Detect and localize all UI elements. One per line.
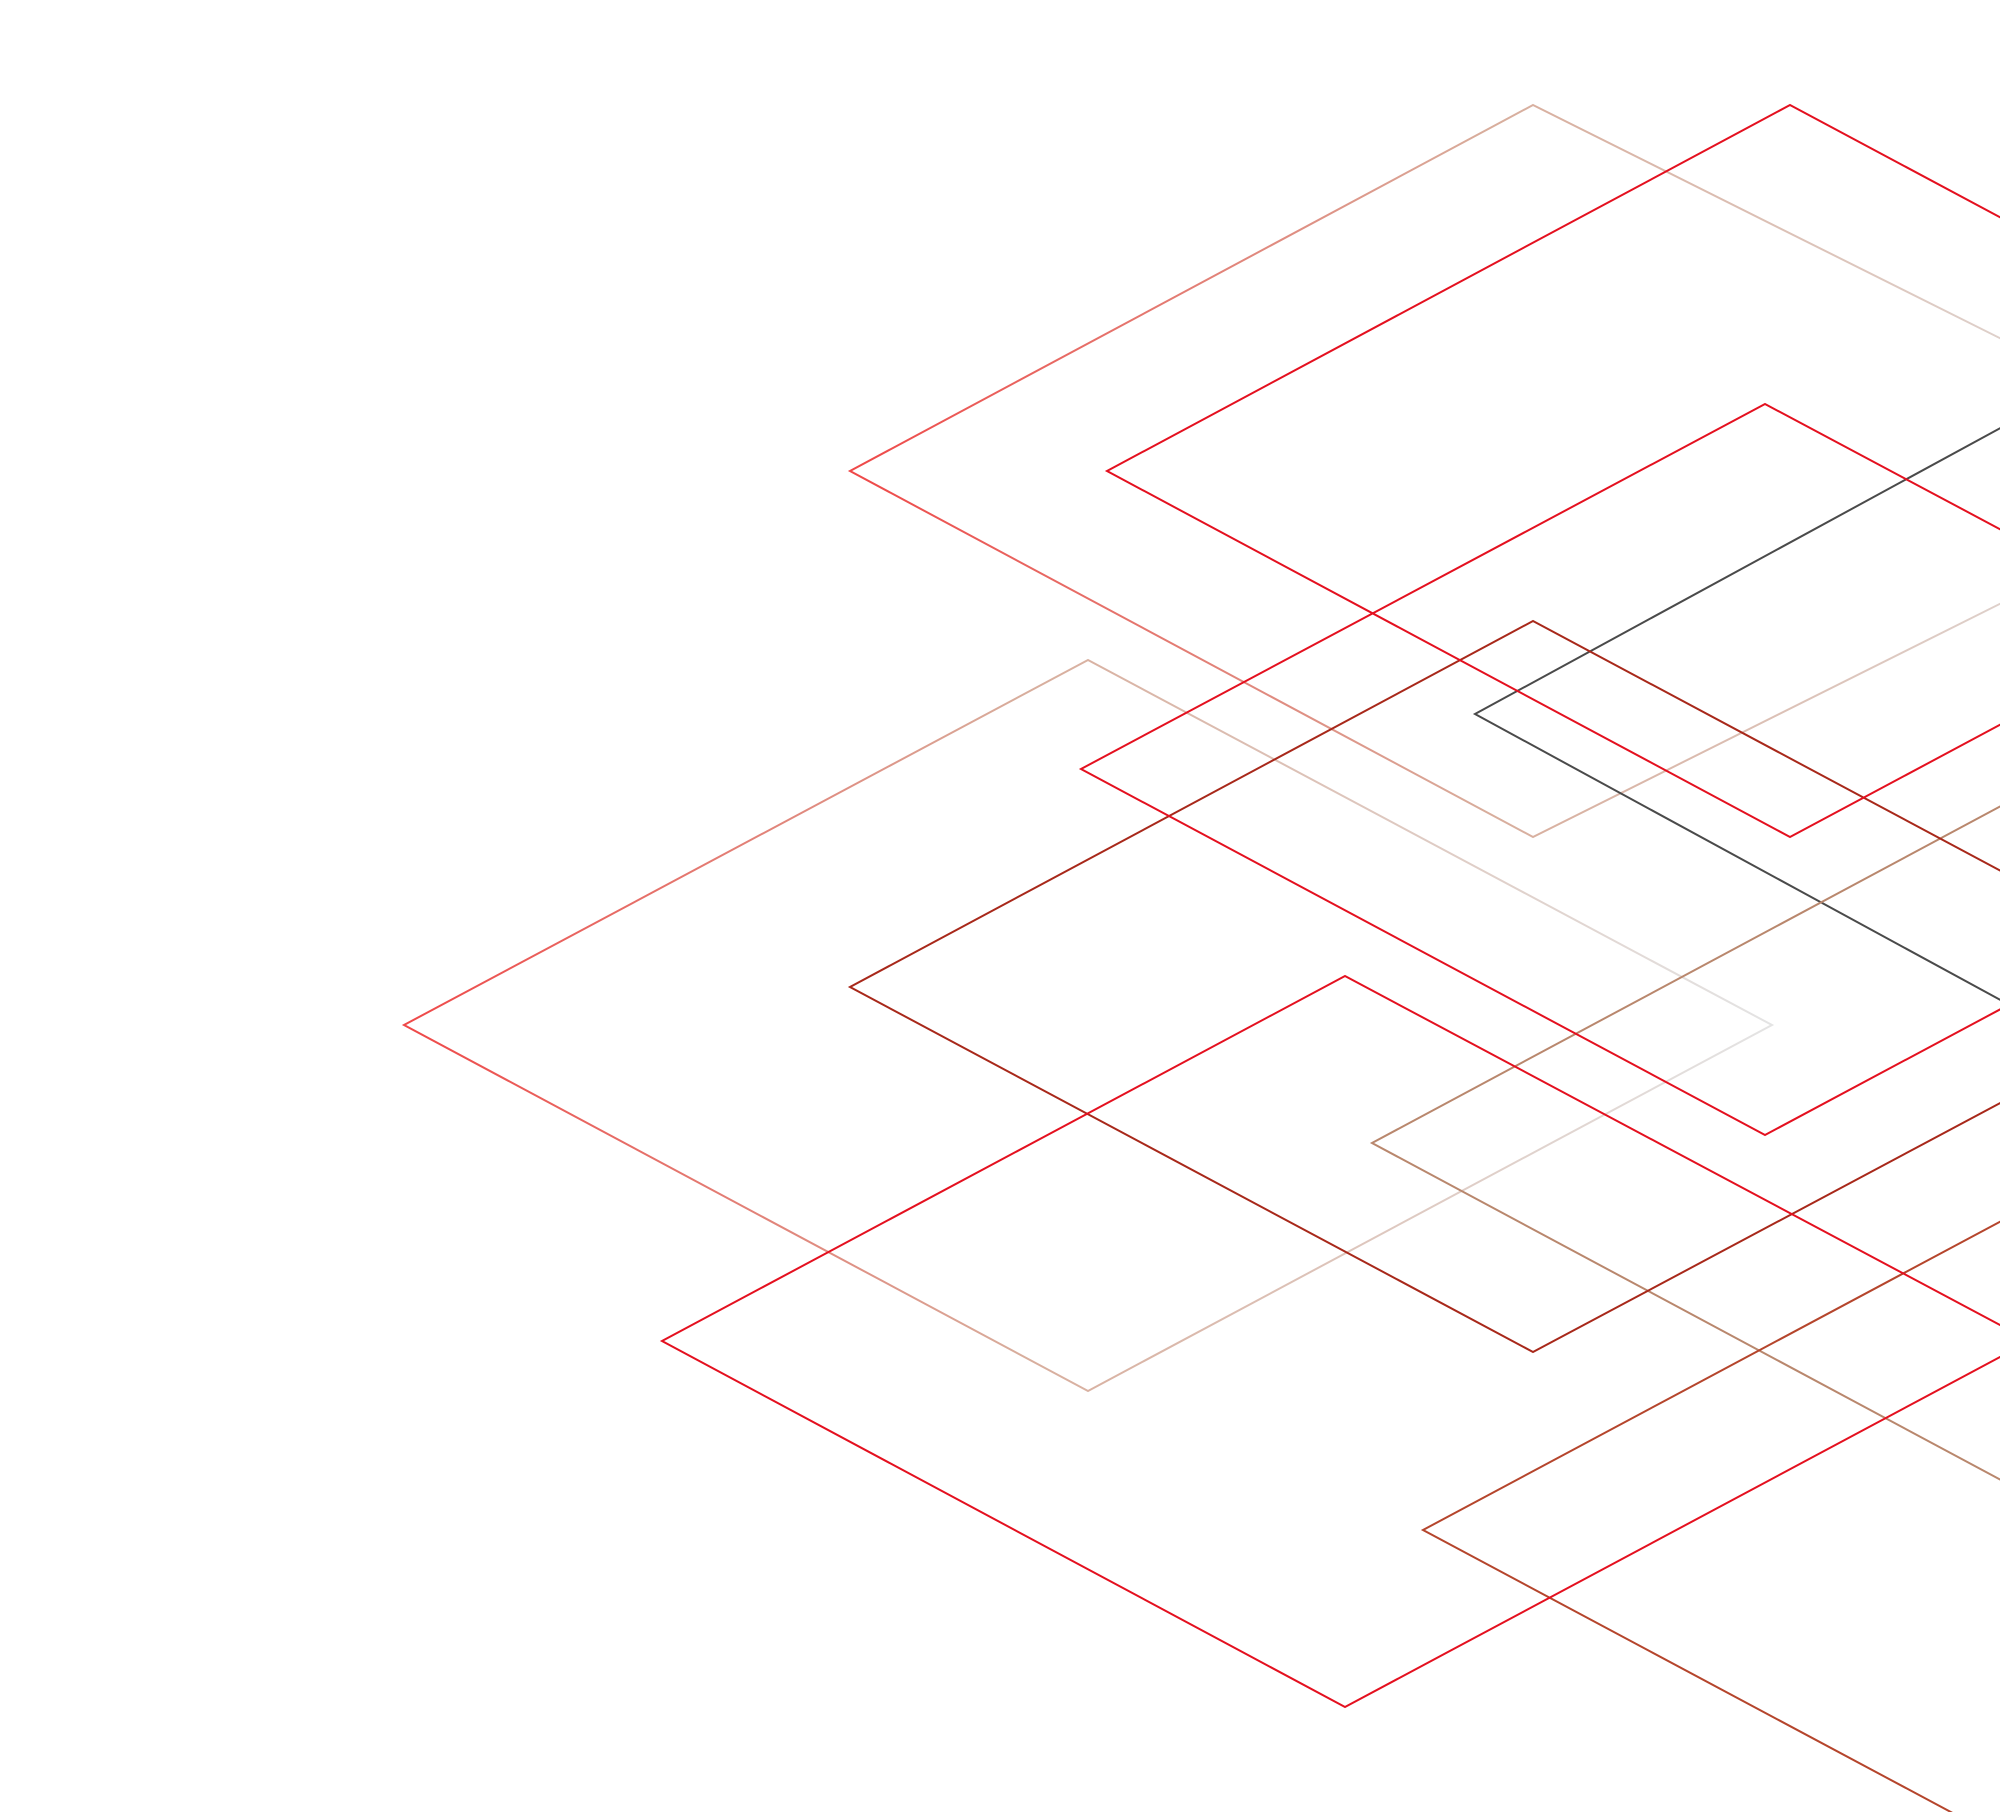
diamond-outline-red-top	[1104, 103, 2000, 839]
diamond-outline-red-center	[1078, 402, 2000, 1137]
diamond-outline-rust	[1420, 1220, 2000, 1812]
diamond-outline-tan	[1369, 805, 2000, 1481]
diamond-outline-faded-top	[847, 103, 2000, 839]
diamond-outline-red-bottom	[659, 974, 2000, 1709]
diamond-outline-faded-left	[401, 658, 1775, 1393]
diamond-outline-charcoal	[1472, 427, 2000, 1001]
diamond-outline-dark-red	[847, 619, 2000, 1354]
